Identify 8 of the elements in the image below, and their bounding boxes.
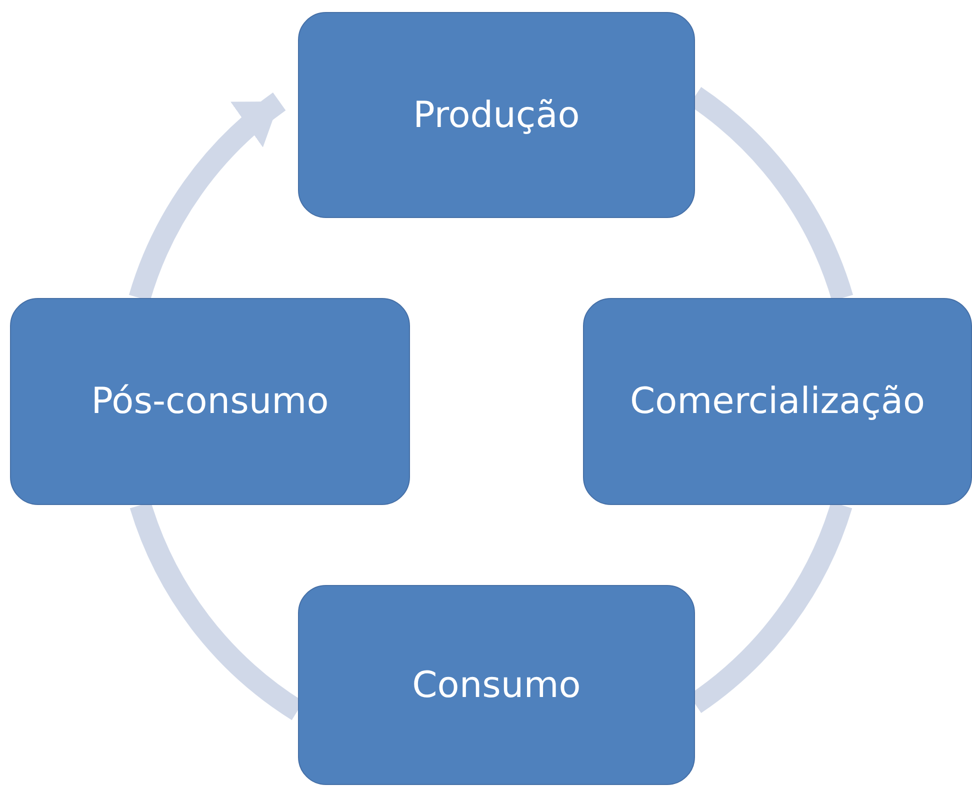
box-label: Pós-consumo bbox=[91, 381, 329, 422]
process-box bbox=[10, 298, 410, 505]
box-label: Consumo bbox=[412, 664, 581, 706]
process-box bbox=[298, 12, 695, 218]
process-box bbox=[583, 298, 972, 505]
process-box bbox=[298, 585, 695, 785]
box-label: Comercialização bbox=[630, 381, 926, 422]
box-label: Produção bbox=[413, 94, 580, 136]
